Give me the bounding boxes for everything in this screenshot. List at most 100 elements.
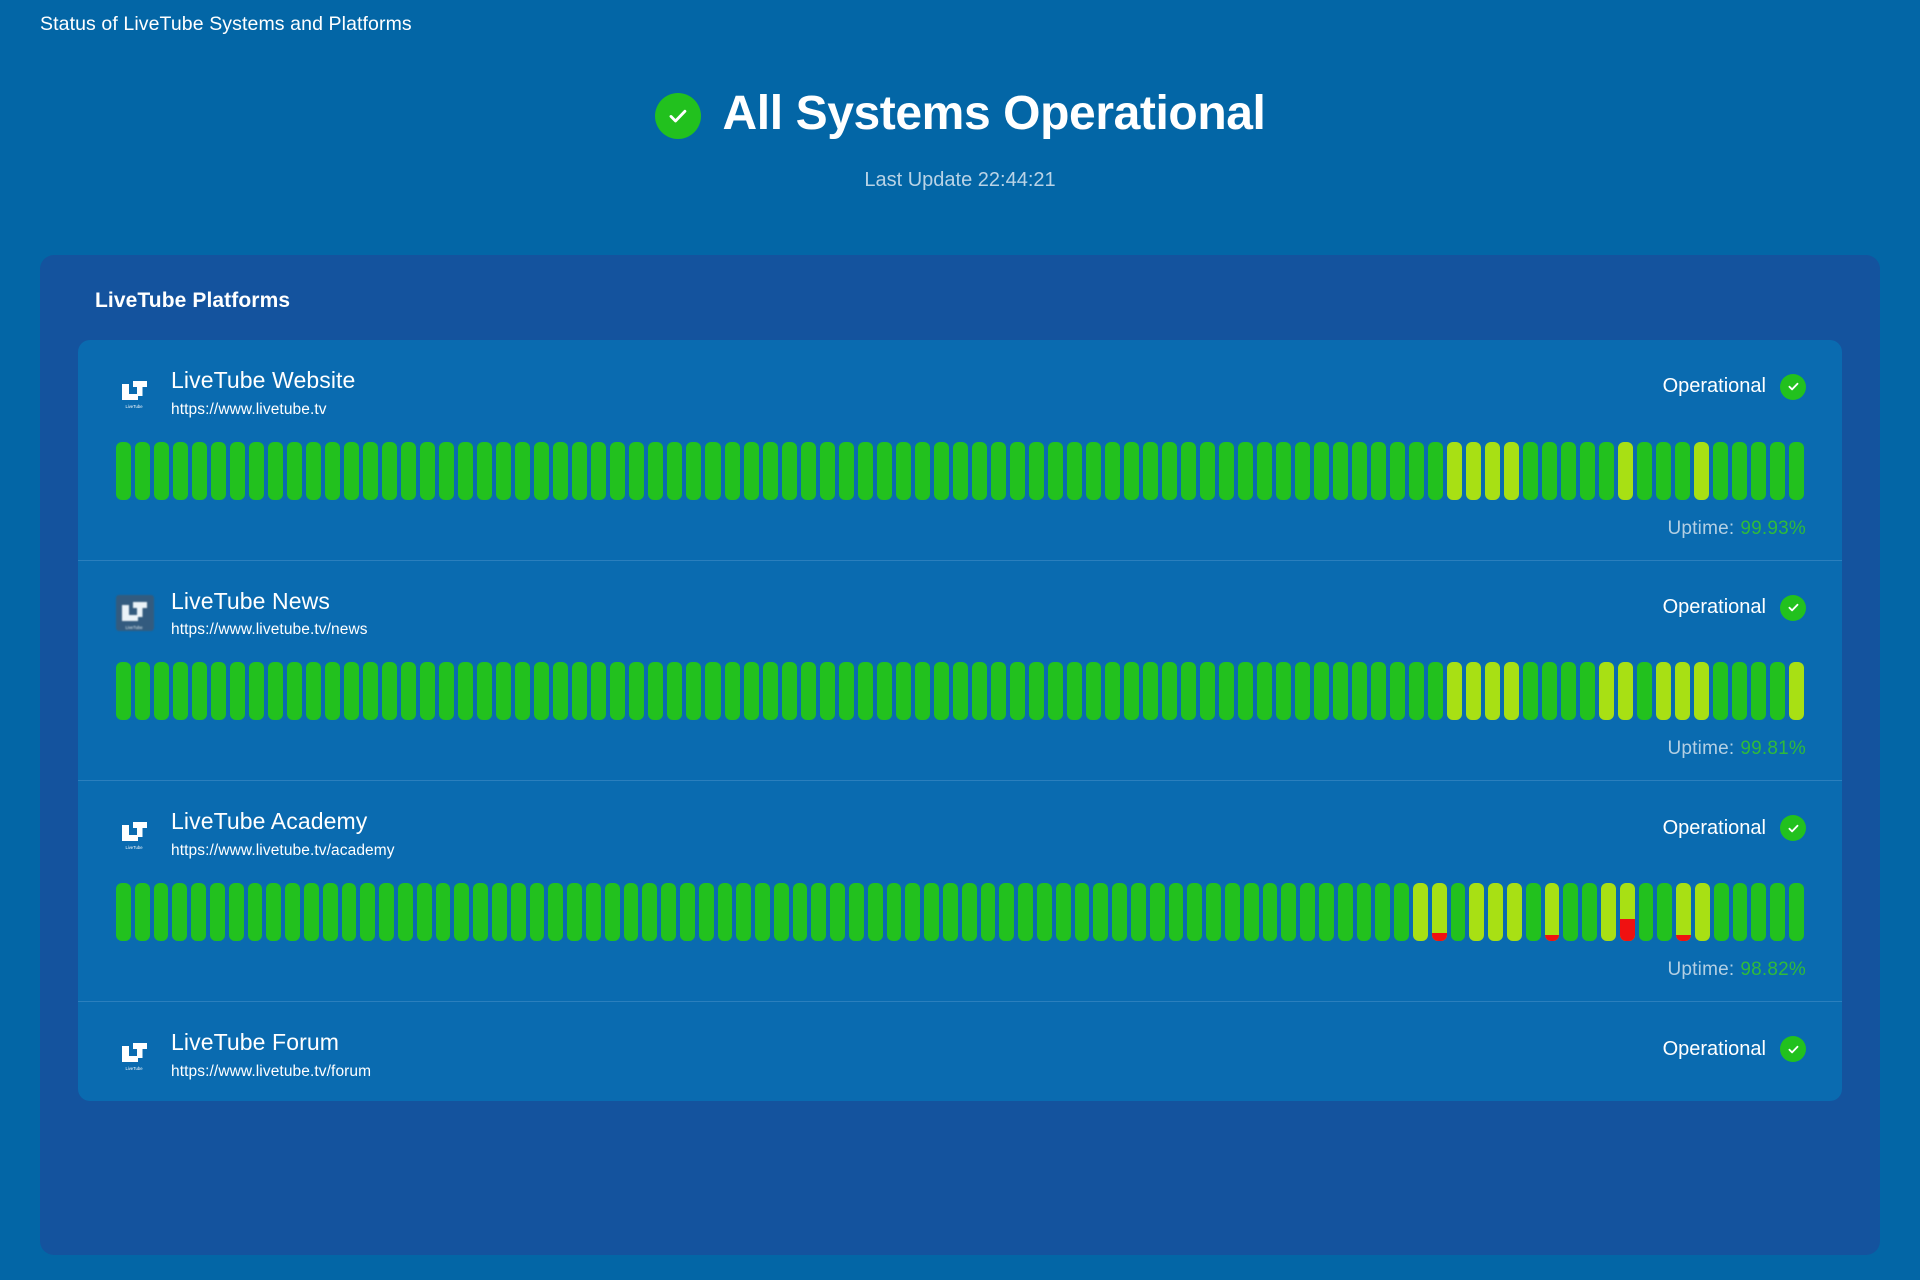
uptime-bar[interactable] — [1225, 883, 1240, 941]
uptime-bar[interactable] — [830, 883, 845, 941]
uptime-bar[interactable] — [458, 662, 473, 720]
uptime-bar[interactable] — [605, 883, 620, 941]
uptime-bar[interactable] — [515, 442, 530, 500]
uptime-bar[interactable] — [849, 883, 864, 941]
uptime-bar[interactable] — [1542, 662, 1557, 720]
uptime-bar[interactable] — [1056, 883, 1071, 941]
uptime-bar[interactable] — [1295, 662, 1310, 720]
uptime-bar[interactable] — [135, 883, 150, 941]
uptime-bar[interactable] — [1732, 662, 1747, 720]
uptime-bar[interactable] — [667, 662, 682, 720]
uptime-bar[interactable] — [1200, 442, 1215, 500]
uptime-bar[interactable] — [1789, 442, 1804, 500]
uptime-bar[interactable] — [763, 442, 778, 500]
uptime-bar[interactable] — [1200, 662, 1215, 720]
uptime-bar[interactable] — [1048, 442, 1063, 500]
uptime-bar[interactable] — [591, 662, 606, 720]
uptime-bar[interactable] — [211, 442, 226, 500]
uptime-bar[interactable] — [1580, 662, 1595, 720]
uptime-bar[interactable] — [1618, 662, 1633, 720]
service-url[interactable]: https://www.livetube.tv — [171, 401, 355, 419]
uptime-bar[interactable] — [172, 883, 187, 941]
uptime-bar[interactable] — [1105, 662, 1120, 720]
uptime-bar[interactable] — [1219, 662, 1234, 720]
uptime-bar[interactable] — [905, 883, 920, 941]
uptime-bar[interactable] — [839, 662, 854, 720]
uptime-bar[interactable] — [648, 662, 663, 720]
uptime-bar[interactable] — [1582, 883, 1597, 941]
uptime-bar[interactable] — [1713, 442, 1728, 500]
service-url[interactable]: https://www.livetube.tv/academy — [171, 842, 395, 860]
uptime-bar[interactable] — [962, 883, 977, 941]
uptime-bar[interactable] — [858, 442, 873, 500]
uptime-bar[interactable] — [285, 883, 300, 941]
uptime-bar[interactable] — [572, 662, 587, 720]
uptime-bar[interactable] — [1162, 662, 1177, 720]
uptime-bar[interactable] — [1124, 662, 1139, 720]
uptime-bar[interactable] — [1751, 662, 1766, 720]
uptime-bar[interactable] — [1067, 662, 1082, 720]
uptime-bar[interactable] — [1620, 883, 1635, 941]
uptime-bar[interactable] — [629, 442, 644, 500]
uptime-bar[interactable] — [1143, 662, 1158, 720]
uptime-bar[interactable] — [1181, 442, 1196, 500]
uptime-bar[interactable] — [287, 442, 302, 500]
uptime-bar[interactable] — [268, 442, 283, 500]
uptime-bar[interactable] — [1447, 662, 1462, 720]
uptime-bar[interactable] — [382, 442, 397, 500]
uptime-bar[interactable] — [934, 662, 949, 720]
uptime-bar[interactable] — [401, 662, 416, 720]
uptime-bar[interactable] — [1352, 442, 1367, 500]
uptime-bar[interactable] — [116, 883, 131, 941]
uptime-bar[interactable] — [1561, 662, 1576, 720]
uptime-bar[interactable] — [1580, 442, 1595, 500]
uptime-bar[interactable] — [287, 662, 302, 720]
uptime-bar[interactable] — [953, 662, 968, 720]
uptime-bar[interactable] — [1238, 442, 1253, 500]
uptime-bar[interactable] — [306, 662, 321, 720]
uptime-bar[interactable] — [915, 662, 930, 720]
uptime-bar[interactable] — [436, 883, 451, 941]
uptime-bar[interactable] — [211, 662, 226, 720]
uptime-bar[interactable] — [249, 442, 264, 500]
uptime-bar[interactable] — [116, 442, 131, 500]
uptime-bar[interactable] — [1428, 662, 1443, 720]
uptime-bar[interactable] — [1542, 442, 1557, 500]
uptime-bar[interactable] — [1181, 662, 1196, 720]
uptime-bar[interactable] — [154, 883, 169, 941]
uptime-bar[interactable] — [1504, 442, 1519, 500]
uptime-bar[interactable] — [1694, 442, 1709, 500]
uptime-bar[interactable] — [1770, 442, 1785, 500]
uptime-bar[interactable] — [439, 442, 454, 500]
uptime-bar[interactable] — [868, 883, 883, 941]
uptime-bar[interactable] — [1390, 442, 1405, 500]
uptime-bar[interactable] — [249, 662, 264, 720]
uptime-bar[interactable] — [401, 442, 416, 500]
uptime-bar[interactable] — [1732, 442, 1747, 500]
uptime-bar[interactable] — [801, 662, 816, 720]
uptime-bar[interactable] — [1713, 662, 1728, 720]
uptime-bar[interactable] — [1466, 442, 1481, 500]
uptime-bar[interactable] — [1162, 442, 1177, 500]
uptime-bar[interactable] — [782, 442, 797, 500]
uptime-bar[interactable] — [943, 883, 958, 941]
uptime-bar[interactable] — [1333, 662, 1348, 720]
uptime-bar[interactable] — [1352, 662, 1367, 720]
uptime-bar[interactable] — [1010, 442, 1025, 500]
uptime-bar[interactable] — [1751, 442, 1766, 500]
uptime-bar[interactable] — [629, 662, 644, 720]
uptime-bar[interactable] — [1599, 662, 1614, 720]
uptime-bar[interactable] — [1086, 662, 1101, 720]
uptime-bar[interactable] — [1037, 883, 1052, 941]
uptime-bar[interactable] — [1656, 662, 1671, 720]
uptime-bar[interactable] — [699, 883, 714, 941]
uptime-bar[interactable] — [1187, 883, 1202, 941]
uptime-bar[interactable] — [661, 883, 676, 941]
uptime-bar[interactable] — [1413, 883, 1428, 941]
uptime-bar[interactable] — [344, 662, 359, 720]
uptime-bar[interactable] — [325, 662, 340, 720]
uptime-bar[interactable] — [1485, 662, 1500, 720]
uptime-bar[interactable] — [1504, 662, 1519, 720]
uptime-bar[interactable] — [511, 883, 526, 941]
uptime-bar[interactable] — [553, 442, 568, 500]
